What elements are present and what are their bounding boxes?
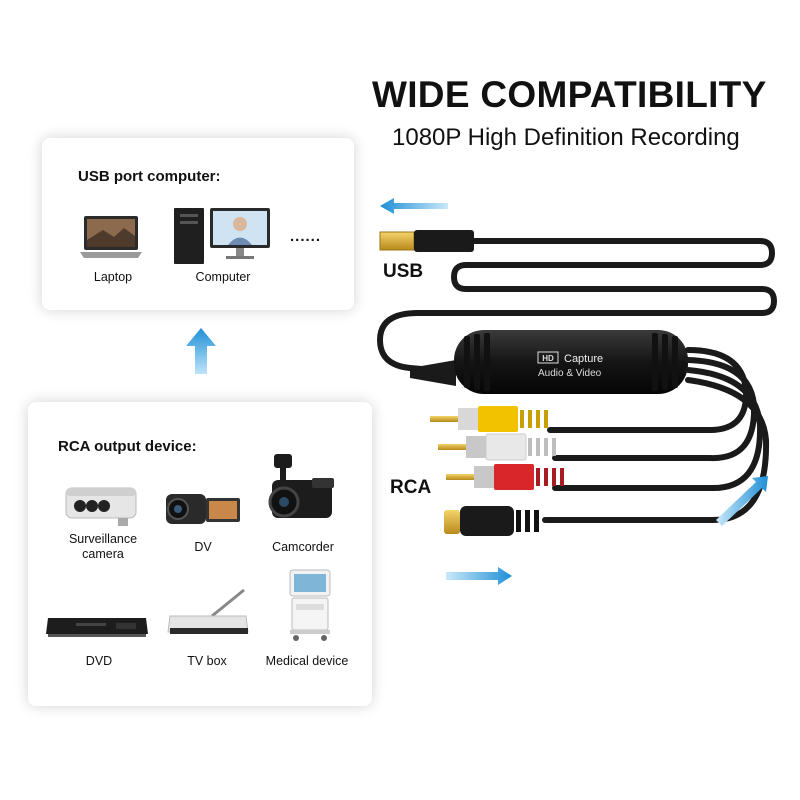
diagonal-up-arrow-icon	[716, 476, 768, 526]
device-label-laptop: Laptop	[93, 270, 133, 284]
device-label-surveillance-camera: Surveillance camera	[68, 532, 138, 561]
usb-cable-label: USB	[383, 261, 424, 282]
camcorder-icon	[268, 454, 334, 518]
capture-box-line2: Audio & Video	[538, 368, 602, 379]
rca-direction-arrow-icon	[446, 567, 512, 585]
rca-cable-label: RCA	[390, 477, 432, 498]
more-devices-ellipsis: ......	[290, 228, 322, 245]
device-label-computer: Computer	[195, 270, 251, 284]
capture-box-badge: HD	[542, 354, 554, 363]
dv-camera-icon	[166, 494, 240, 524]
rca-plug-red	[446, 464, 564, 490]
usb-devices-panel: USB port computer: Laptop Computer .....…	[42, 138, 354, 310]
rca-panel-title: RCA output device:	[58, 438, 197, 455]
device-label-dv: DV	[194, 540, 212, 554]
surveillance-camera-icon	[65, 487, 137, 526]
dvd-player-icon	[46, 618, 148, 637]
s-video-plug	[444, 506, 539, 536]
usb-direction-arrow-icon	[380, 198, 448, 214]
capture-box: HD Capture Audio & Video	[410, 330, 688, 394]
usb-panel-title: USB port computer:	[78, 168, 221, 185]
headline: WIDE COMPATIBILITY	[372, 74, 767, 115]
medical-device-icon	[289, 569, 331, 641]
device-label-camcorder: Camcorder	[272, 540, 334, 554]
capture-cable-illustration: HD Capture Audio & Video	[376, 198, 778, 585]
device-label-dvd: DVD	[85, 654, 113, 668]
rca-devices-panel: RCA output device: Surveillance camera D…	[28, 402, 372, 706]
device-label-tv-box: TV box	[187, 654, 227, 668]
up-arrow-icon	[186, 328, 216, 374]
desktop-computer-icon	[174, 208, 270, 264]
tv-box-icon	[167, 588, 249, 634]
usb-plug-icon	[379, 230, 474, 252]
capture-box-line1: Capture	[564, 353, 603, 365]
subheadline: 1080P High Definition Recording	[392, 124, 740, 151]
rca-plug-white	[438, 433, 556, 461]
device-label-medical-device: Medical device	[265, 654, 349, 668]
rca-plug-yellow	[430, 406, 548, 432]
laptop-icon	[80, 216, 142, 258]
